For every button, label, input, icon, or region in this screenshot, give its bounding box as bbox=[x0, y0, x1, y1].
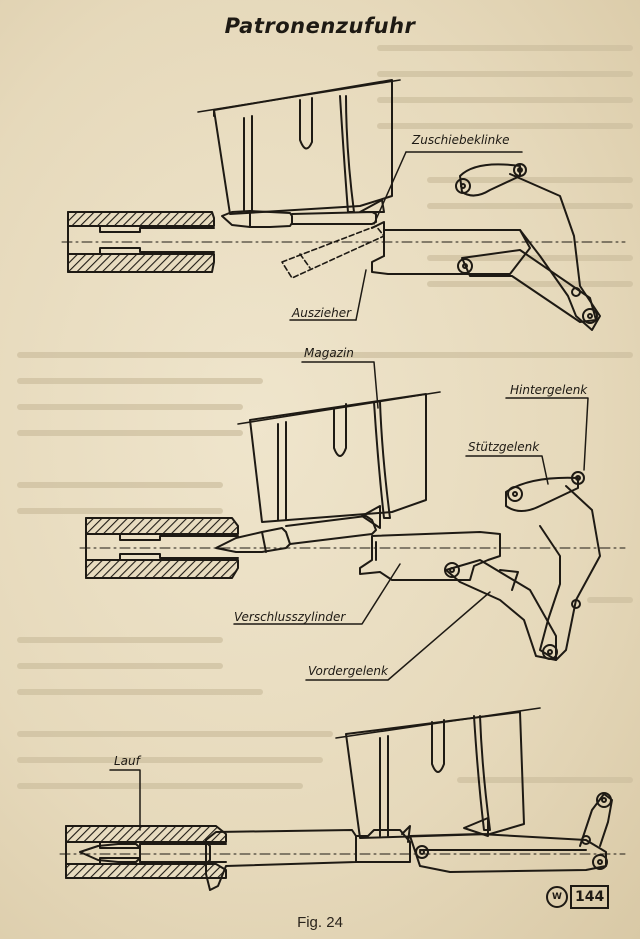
ejected-cartridge-1 bbox=[281, 225, 385, 279]
bolt-3 bbox=[205, 829, 411, 891]
toggle-links-2 bbox=[444, 471, 601, 661]
stage-1-drawing bbox=[61, 79, 626, 331]
stage-2-drawing bbox=[79, 361, 626, 681]
bolt-1 bbox=[371, 221, 531, 275]
barrel-1 bbox=[67, 211, 215, 273]
label-vordergelenk: Vordergelenk bbox=[308, 664, 388, 678]
figure-number: 144 bbox=[570, 885, 610, 909]
label-magazin: Magazin bbox=[304, 346, 354, 360]
toggle-links-3 bbox=[409, 792, 613, 873]
figure-number-badge: W 144 bbox=[546, 885, 610, 909]
magazine-2 bbox=[237, 391, 441, 529]
label-stuetzgelenk: Stützgelenk bbox=[468, 440, 540, 454]
bolt-2 bbox=[359, 531, 501, 581]
cartridge-3 bbox=[79, 841, 211, 865]
label-verschlusszylinder: Verschlusszylinder bbox=[234, 610, 346, 624]
publisher-seal-icon: W bbox=[546, 886, 568, 908]
page-title: Patronenzufuhr bbox=[224, 14, 416, 38]
figure-caption: Fig. 24 bbox=[297, 914, 343, 931]
label-auszieher: Auszieher bbox=[292, 306, 352, 320]
magazine-1 bbox=[197, 79, 401, 215]
barrel-2 bbox=[85, 517, 239, 579]
label-lauf: Lauf bbox=[114, 754, 140, 768]
label-hintergelenk: Hintergelenk bbox=[510, 383, 588, 397]
label-zuschiebeklinke: Zuschiebeklinke bbox=[412, 133, 510, 147]
toggle-links-1 bbox=[455, 163, 601, 331]
barrel-3 bbox=[65, 825, 227, 879]
stage-3-drawing bbox=[59, 707, 626, 891]
cartridge-2 bbox=[215, 515, 377, 553]
magazine-3 bbox=[335, 707, 541, 843]
